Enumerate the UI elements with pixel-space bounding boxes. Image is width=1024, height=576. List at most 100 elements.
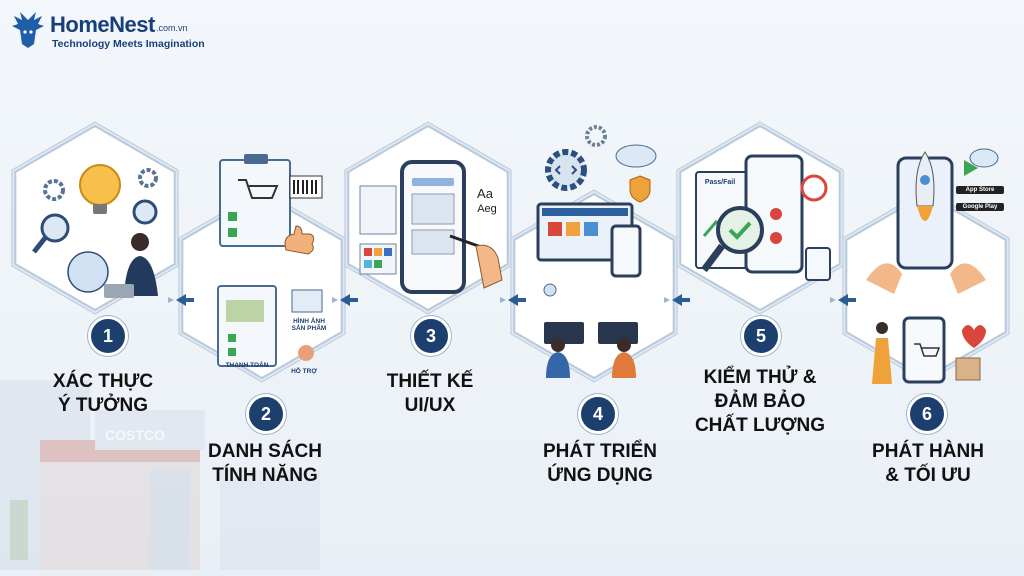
step-6-label-line2: & TỐI ƯU <box>885 465 971 486</box>
monitor-header <box>542 208 628 216</box>
no-bug-icon <box>800 174 828 202</box>
checkbox-icon <box>228 348 236 356</box>
pass-fail-label: Pass/Fail <box>704 179 736 186</box>
step-4-label-line1: PHÁT TRIỂN <box>543 441 657 462</box>
shop-phone-icon <box>902 316 946 384</box>
google-play-icon <box>964 160 978 176</box>
step-5-label-line2: ĐẢM BẢO <box>714 391 806 412</box>
list-panel-icon <box>359 185 397 235</box>
flow-arrow-5-tail <box>830 297 836 303</box>
checkbox-icon <box>228 228 237 237</box>
flow-arrow-2-icon <box>340 294 358 306</box>
support-agent-icon <box>298 345 314 361</box>
checkbox-icon <box>228 212 237 221</box>
flow-arrow-5-icon <box>838 294 856 306</box>
step-4-label: PHÁT TRIỂN ỨNG DỤNG <box>520 440 680 488</box>
step-5-label-line3: CHẤT LƯỢNG <box>694 415 826 436</box>
step-4-number-badge: 4 <box>578 394 618 434</box>
shopper-body <box>872 338 892 384</box>
deer-logo-icon <box>12 12 44 48</box>
gear-icon <box>138 168 158 188</box>
google-play-badge: Google Play <box>956 203 1004 211</box>
package-box-icon <box>955 357 981 381</box>
brand-tagline: Technology Meets Imagination <box>52 38 205 50</box>
step-6-label-line1: PHÁT HÀNH <box>872 441 984 462</box>
step-3-number-badge: 3 <box>411 316 451 356</box>
flow-arrow-1-tail <box>168 297 174 303</box>
step-6-number-badge: 6 <box>907 394 947 434</box>
flow-arrow-2-tail <box>332 297 338 303</box>
step-2-label-line1: DANH SÁCH <box>208 441 322 462</box>
rocket-window <box>920 175 930 185</box>
flow-arrow-1-icon <box>176 294 194 306</box>
app-store-badge: App Store <box>956 186 1004 194</box>
step-1-number-badge: 1 <box>88 316 128 356</box>
step-5-number-badge: 5 <box>741 316 781 356</box>
search-bar-mock <box>412 178 454 186</box>
flow-arrow-4-icon <box>672 294 690 306</box>
swatch <box>384 248 392 256</box>
magnifier-icon <box>716 206 764 254</box>
lightbulb-icon <box>79 164 121 206</box>
photo-icon <box>291 289 323 313</box>
magnifier-handle <box>701 243 725 273</box>
clipboard-clip <box>244 154 268 164</box>
hand-icon <box>475 244 503 289</box>
cloud-code-icon <box>615 144 657 168</box>
hand-icon <box>950 263 986 294</box>
product-thumb <box>548 222 562 236</box>
gear-icon <box>585 125 607 147</box>
laptop-icon <box>104 284 134 298</box>
shopping-cart-icon <box>238 179 279 199</box>
costco-sign: COSTCO <box>105 427 165 443</box>
rocket-flame <box>917 206 933 221</box>
thanh-toan-label: THANH TOÁN <box>225 362 269 369</box>
shopper-head <box>876 322 888 334</box>
cloud-icon <box>969 148 999 168</box>
developer-head <box>617 338 631 352</box>
hinh-anh-line2: SẢN PHẨM <box>291 325 327 332</box>
image-icon <box>226 300 264 322</box>
aa-sample-label: Aa <box>477 186 493 201</box>
phone-app-icon <box>610 224 642 278</box>
error-x-icon <box>770 208 782 220</box>
step-2-label: DANH SÁCH TÍNH NĂNG <box>190 440 340 488</box>
globe-icon <box>67 251 109 293</box>
step-3-label-line2: UI/UX <box>404 395 456 416</box>
heart-icon <box>962 325 986 348</box>
step-1-label-line2: Ý TƯỞNG <box>57 395 149 416</box>
aeg-sample-label: Aeg <box>477 203 497 215</box>
developer-body <box>612 352 636 378</box>
dev-monitor-icon <box>544 322 584 344</box>
shield-check-icon <box>629 175 651 203</box>
magnifier-handle <box>32 236 47 254</box>
clipboard-icon <box>217 285 277 367</box>
product-thumb <box>566 222 580 236</box>
step-3-label-line1: THIẾT KẾ <box>386 371 474 392</box>
magnifier-icon <box>40 213 70 243</box>
flow-arrow-4-tail <box>664 297 670 303</box>
step-5-label-line1: KIỂM THỬ & <box>703 367 817 388</box>
lightbulb-base <box>93 204 107 214</box>
step-6-label: PHÁT HÀNH & TỐI ƯU <box>848 440 1008 488</box>
small-phone-icon <box>805 247 831 281</box>
swatch <box>374 260 382 268</box>
swatch <box>374 248 382 256</box>
person-head <box>131 233 149 251</box>
cloud-db-icon <box>543 283 557 297</box>
flow-arrow-3-icon <box>508 294 526 306</box>
flow-arrow-3-tail <box>500 297 506 303</box>
swatch <box>364 260 372 268</box>
hinh-anh-line1: HÌNH ẢNH <box>293 318 325 325</box>
error-x-icon <box>770 232 782 244</box>
brand-name: HomeNest <box>50 12 155 37</box>
gear-code-icon <box>545 149 587 191</box>
checkbox-icon <box>228 334 236 342</box>
step-1-label-line1: XÁC THỰC <box>52 371 154 392</box>
hinh-anh-label: HÌNH ẢNH SẢN PHẨM <box>284 318 334 332</box>
barcode-lines <box>293 180 317 194</box>
image-placeholder <box>411 229 455 255</box>
step-2-label-line2: TÍNH NĂNG <box>212 465 318 486</box>
